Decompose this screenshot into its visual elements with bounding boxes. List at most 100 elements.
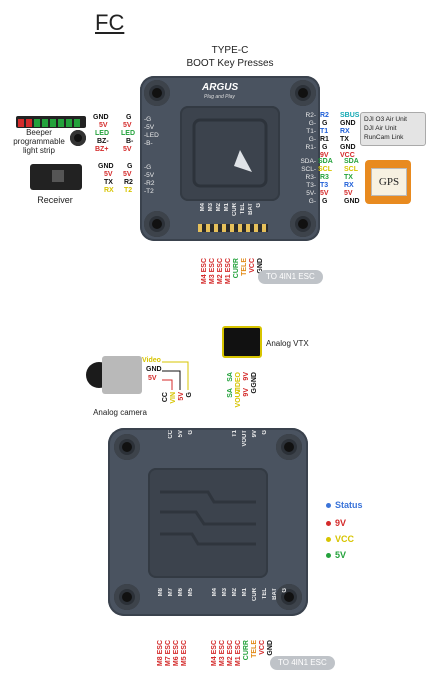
wire-label: SDA [318,158,333,165]
heatsink-pattern-icon [160,490,256,546]
wire-label: G [322,198,328,205]
pad-label: M4 [200,203,206,212]
pad-label: M8 [158,588,164,597]
pad-label: M4 [212,588,218,597]
wire-label: LED [121,130,135,137]
pad-label: -G [144,116,152,123]
pad-label: VOUT [242,430,248,447]
pad-label: M5 [188,588,194,597]
wire-label: M1 ESC [225,258,232,285]
pad-label: 5V [178,430,184,438]
wire-label: M4 ESC [211,640,218,667]
mount-hole-icon [144,80,170,106]
wire-label: CURR [233,258,240,279]
wire-label: SDA [344,158,359,165]
wire-label: 5V [99,122,108,129]
pad-label: G [256,203,262,208]
pad-label: M1 [242,588,248,597]
receiver-chip-icon [52,170,64,182]
wire-label: G [322,120,328,127]
esc-bottom-left-wires: M8 ESC M7 ESC M6 ESC M5 ESC [157,640,198,696]
wire-label: 5V [123,171,132,178]
wire-label: GND [146,366,162,373]
pad-label: G- [308,198,316,205]
osd-board: CC 5V G T1 VOUT 9V G M8 M7 M6 M5 M4 M3 M… [108,428,308,616]
pad-label: -5V [144,172,155,179]
wire-label: Video [142,357,161,364]
wire-label: GND [344,198,360,205]
wire-label: M5 ESC [181,640,188,667]
vtx-caption: Analog VTX [266,339,309,348]
brand-subtitle: Plug and Play [204,94,235,100]
legend-item: Status [326,500,363,510]
pad-label: M6 [178,588,184,597]
wire-label: 5V [148,375,157,382]
usb-label: TYPE-C [211,45,249,56]
wire-label: M3 ESC [209,258,216,285]
legend-item: VCC [326,534,354,544]
to-esc-top-pill: TO 4IN1 ESC [258,270,323,284]
wire-label: M6 ESC [173,640,180,667]
pad-label: 9V [252,430,258,438]
pad-label: -5V [144,124,155,131]
camera-caption: Analog camera [93,408,147,417]
wire-label: TELE [251,640,258,658]
wire-label: R2 [320,112,329,119]
wire-label: GND [340,144,356,151]
pad-label: -G [144,164,152,171]
pad-label: T1 [232,430,238,438]
wire-label: 5V [320,190,329,197]
wire-label: GND [98,163,114,170]
pad-label: T1- [306,128,316,135]
mount-hole-icon [114,434,140,460]
dji-line: RunCam Link [364,134,404,141]
dji-air-unit-box: DJI O3 Air Unit DJI Air Unit RunCam Link [360,112,426,146]
wire-label: B- [126,138,134,145]
dji-line: DJI Air Unit [364,125,397,132]
wire-label: 5V [123,146,132,153]
wire-label: VCC [340,152,355,159]
pad-label: CUR [252,588,258,601]
wire-label: M2 ESC [217,258,224,285]
pad-label: M2 [216,203,222,212]
page-title: FC [95,10,125,35]
beeper-icon [70,130,86,146]
analog-camera [86,356,142,396]
flight-controller-board: ARGUS Plug and Play -G -5V -LED -B- -G -… [140,76,320,241]
gps-label: GPS [371,168,407,196]
legend-dot-icon [326,521,331,527]
wire-label: LED [95,130,109,137]
wire-label: TX [344,174,353,181]
wire-label: T2 [124,187,133,194]
wire-label: M3 ESC [219,640,226,667]
osd-top-pads-right: T1 VOUT 9V G [232,430,272,456]
wire-label: 5V [104,171,113,178]
pad-label: G [251,388,258,394]
legend-dot-icon [326,537,331,543]
mount-hole-icon [276,584,302,610]
mount-hole-icon [144,211,170,237]
legend-dot-icon [326,503,331,509]
dji-line: DJI O3 Air Unit [364,116,407,123]
boot-label: BOOT Key Presses [186,58,274,69]
wire-label: R1 [320,136,329,143]
pad-label: M1 [224,203,230,212]
led-strip [16,116,86,128]
wire-label: SBUS [340,112,360,119]
beeper-caption-line3: light strip [22,146,55,155]
brand-logo: ARGUS [202,82,239,93]
pad-label: R1- [305,144,316,151]
wire-label: 9V [320,152,329,159]
pad-label: 9V [243,388,250,397]
wire-label: G [126,114,132,121]
pad-label: SCL- [301,166,316,173]
wire-label: GND [267,640,274,656]
wire-label: BZ- [97,138,109,145]
osd-bottom-pads-right: M4 M3 M2 M1 CUR TEL BAT G [212,588,292,614]
wire-label: RX [104,187,114,194]
wire-label: M1 ESC [235,640,242,667]
wire-label: 9V [243,372,250,381]
wire-label: RX [340,128,350,135]
wire-label: VCC [249,258,256,273]
wire-label: M2 ESC [227,640,234,667]
